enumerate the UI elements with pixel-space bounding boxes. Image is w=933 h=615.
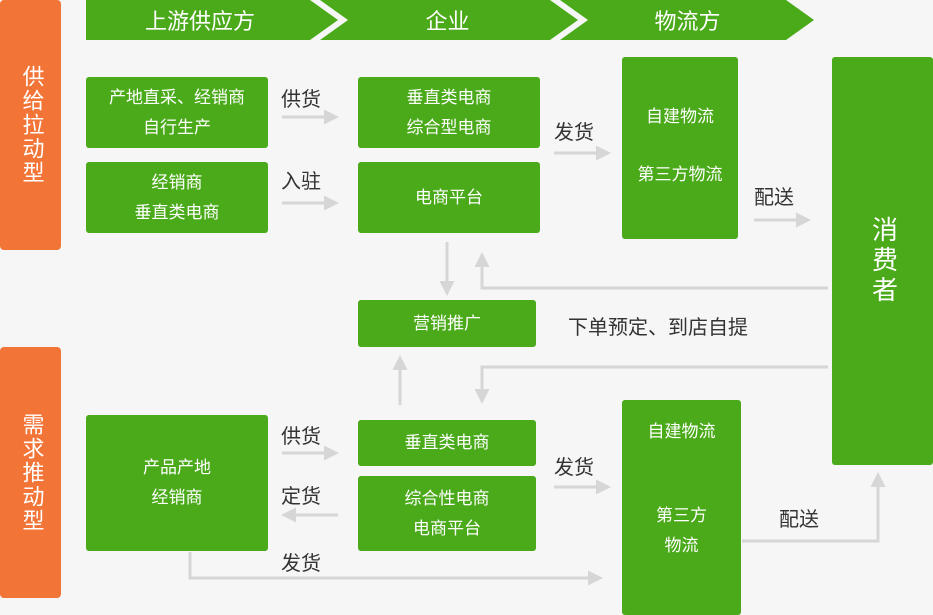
header-chevron-logistics [560, 0, 814, 40]
label-bottom-ship-direct: 发货 [281, 551, 321, 575]
label-order-pickup: 下单预定、到店自提 [568, 315, 748, 339]
bottom-logistics-line-2: 第三方 [656, 506, 707, 526]
consumer-label: 消费者 [867, 216, 898, 306]
bottom-supplier-box: 产品产地 经销商 [86, 415, 268, 551]
header-chevron-supplier [86, 0, 338, 40]
top-enterprise-1-line-2: 综合型电商 [406, 117, 492, 138]
bottom-enterprise-box-2: 综合性电商 电商平台 [358, 476, 536, 551]
label-bottom-supply: 供货 [281, 424, 321, 448]
header-stage-supplier: 上游供应方 [144, 10, 255, 35]
top-enterprise-box-2: 电商平台 [358, 162, 540, 233]
arrow-bottom-deliver [742, 472, 886, 543]
bottom-enterprise-2-line-2: 电商平台 [413, 518, 481, 539]
label-bottom-ship: 发货 [554, 455, 594, 479]
header-stage-enterprise: 企业 [425, 10, 470, 35]
label-top-ship: 发货 [554, 120, 594, 144]
top-supplier-1-line-1: 产地直采、经销商 [109, 87, 245, 108]
marketing-label: 营销推广 [413, 313, 481, 334]
label-top-deliver: 配送 [754, 185, 794, 209]
bottom-logistics-box: 自建物流 第三方 物流 [622, 400, 741, 615]
arrow-consumer-to-bottom [474, 365, 828, 404]
top-supplier-1-line-2: 自行生产 [143, 117, 211, 138]
top-enterprise-2-line-1: 电商平台 [415, 187, 483, 208]
top-logistics-box: 自建物流 第三方物流 [622, 57, 738, 239]
top-supplier-2-line-1: 经销商 [151, 172, 203, 193]
consumer-box: 消费者 [832, 57, 933, 465]
top-supplier-2-line-2: 垂直类电商 [134, 202, 220, 223]
bottom-enterprise-box-1: 垂直类电商 [358, 420, 536, 466]
header-chevron-band [86, 0, 814, 40]
bottom-enterprise-1-line-1: 垂直类电商 [404, 433, 490, 453]
side-label-demand-push: 需求推动型 [0, 347, 61, 598]
bottom-logistics-line-1: 自建物流 [647, 422, 716, 442]
top-supplier-box-2: 经销商 垂直类电商 [86, 162, 268, 233]
label-bottom-deliver: 配送 [779, 507, 819, 531]
top-supplier-box-1: 产地直采、经销商 自行生产 [86, 77, 268, 148]
label-top-supply: 供货 [281, 87, 321, 111]
top-logistics-line-1: 自建物流 [646, 107, 714, 127]
arrow-bottom-ship-direct [188, 552, 603, 586]
bottom-supplier-line-1: 产品产地 [143, 458, 211, 478]
side-label-supply-pull: 供给拉动型 [0, 0, 61, 250]
header-stage-logistics: 物流方 [654, 10, 721, 35]
header-chevron-enterprise [320, 0, 578, 40]
label-bottom-order: 定货 [281, 484, 321, 508]
bottom-supplier-line-2: 经销商 [151, 488, 203, 508]
arrow-consumer-to-platform [474, 252, 828, 290]
bottom-enterprise-2-line-1: 综合性电商 [404, 488, 490, 509]
top-enterprise-box-1: 垂直类电商 综合型电商 [358, 77, 540, 148]
top-enterprise-1-line-1: 垂直类电商 [406, 87, 492, 108]
label-top-settle: 入驻 [281, 169, 321, 193]
bottom-logistics-line-3: 物流 [664, 536, 699, 556]
top-logistics-line-2: 第三方物流 [637, 165, 723, 185]
marketing-box: 营销推广 [358, 300, 536, 347]
